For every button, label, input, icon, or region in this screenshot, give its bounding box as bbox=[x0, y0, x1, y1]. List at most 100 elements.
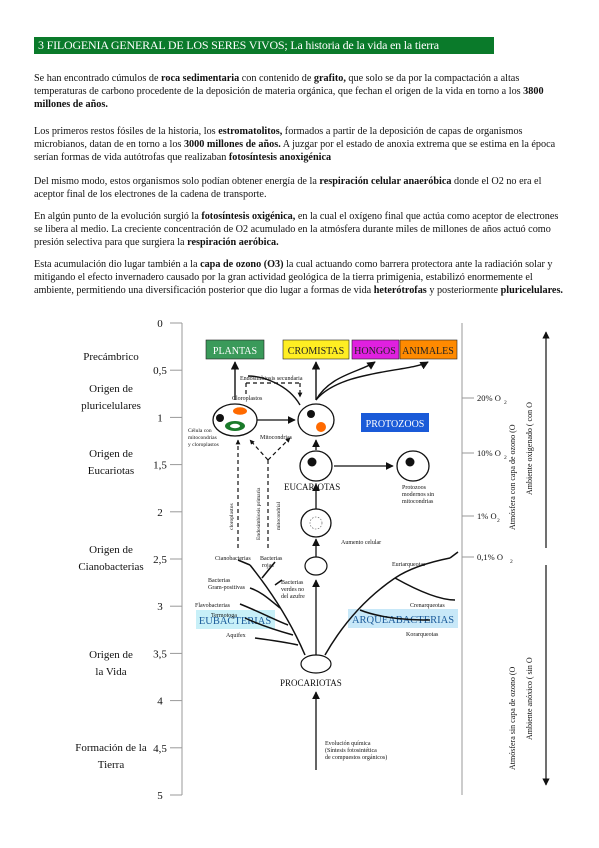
era-label-pluricelulares-2: pluricelulares bbox=[81, 400, 141, 412]
right-axis-lower-1: Atmósfera sin capa de ozono (O bbox=[508, 666, 517, 770]
bold-run: fotosíntesis oxigénica, bbox=[201, 211, 296, 222]
era-label-eucariotas-1: Origen de bbox=[89, 448, 133, 460]
group-label-animales: ANIMALES bbox=[402, 346, 454, 357]
text-run: En algún punto de la evolución surgió la bbox=[34, 211, 202, 222]
label-celula-1: Célula con bbox=[188, 428, 212, 434]
scale-tick-label: 1,5 bbox=[153, 460, 167, 472]
era-label-eucariotas-2: Eucariotas bbox=[88, 465, 134, 477]
group-box-hongos bbox=[351, 339, 400, 360]
text-run: la cual actuando como barrera protectora… bbox=[34, 259, 553, 296]
label-evolucion-2: (Síntesis fotosintética bbox=[325, 747, 377, 754]
o2-level-1: 1% O bbox=[477, 511, 497, 521]
bold-run: fotosíntesis anoxigénica bbox=[228, 152, 332, 163]
group-box-cromistas bbox=[282, 339, 350, 360]
label-cloroplastos: Cloroplastos bbox=[232, 396, 263, 402]
cell-procariota bbox=[300, 654, 332, 674]
label-euriarqueotas: Euriarqueotas bbox=[392, 562, 426, 568]
label-protozoos-2: modernos sin bbox=[402, 492, 434, 498]
label-endosimbiosis-primaria: Endosimbiosis primaria bbox=[256, 487, 262, 540]
group-label-hongos: HONGOS bbox=[354, 346, 396, 357]
bold-run: capa de ozono (O3) bbox=[200, 259, 284, 270]
label-mitocondrias: Mitocondrias bbox=[260, 435, 293, 441]
scale-tick-label: 1 bbox=[157, 412, 163, 424]
group-box-protozoos bbox=[361, 413, 429, 432]
paragraph-3: Del mismo modo, estos organismos solo po… bbox=[34, 175, 566, 201]
mitochondria-orange bbox=[233, 407, 247, 415]
scale-tick-label: 2,5 bbox=[153, 554, 167, 566]
paragraph-1: Se han encontrado cúmulos de roca sedime… bbox=[34, 72, 566, 111]
era-label-vida-2: la Vida bbox=[95, 666, 126, 678]
label-evolucion-1: Evolución química bbox=[325, 741, 371, 747]
text-run: Se han encontrado cúmulos de bbox=[34, 73, 162, 84]
text-run: que solo se da por la compactación a alt… bbox=[34, 73, 524, 97]
scale-tick-label: 0,5 bbox=[153, 365, 167, 377]
label-protozoos-3: mitocondrias bbox=[402, 499, 434, 505]
label-verdes-2: verdes no bbox=[281, 587, 304, 593]
label-mitocondrial: mitocondrial bbox=[276, 501, 282, 530]
text-run: en la cual el oxígeno final que actúa co… bbox=[34, 211, 559, 248]
text-run: con contenido de bbox=[239, 73, 314, 84]
cell-aumento bbox=[300, 508, 332, 538]
scale-tick-label: 0 bbox=[157, 318, 163, 330]
scale-tick-label: 5 bbox=[157, 790, 163, 802]
svg-text:2: 2 bbox=[497, 518, 500, 524]
label-gram-1: Bacterias bbox=[208, 578, 231, 584]
archaea-tree bbox=[324, 551, 459, 656]
era-label-vida-1: Origen de bbox=[89, 649, 133, 661]
text-run: donde el O2 no era el aceptor final de l… bbox=[34, 176, 542, 200]
text-run: formados a partir de la deposición de ca… bbox=[34, 126, 523, 150]
era-label-tierra-2: Tierra bbox=[98, 759, 125, 771]
scale-tick-label: 3,5 bbox=[153, 648, 167, 660]
bold-run: respiración aeróbica. bbox=[187, 237, 279, 248]
text-run: Esta acumulación dio lugar también a la bbox=[34, 259, 201, 270]
era-label-pluricelulares-1: Origen de bbox=[89, 383, 133, 395]
bold-run: pluricelulares. bbox=[500, 285, 563, 296]
label-aumento-celular: Aumento celular bbox=[341, 540, 381, 546]
group-label-plantas: PLANTAS bbox=[213, 346, 257, 357]
label-endosimbiosis-secundaria: Endosimbiosis secundaria bbox=[240, 376, 303, 382]
label-flavobacterias: Flavobacterias bbox=[195, 603, 231, 609]
cell-small bbox=[304, 556, 328, 576]
bold-run: heterótrofas bbox=[373, 285, 427, 296]
group-box-animales bbox=[399, 339, 458, 360]
era-label-cianobacterias-2: Cianobacterias bbox=[78, 561, 143, 573]
group-box-eubacterias bbox=[196, 610, 275, 629]
section-title-bar: 3 FILOGENIA GENERAL DE LOS SERES VIVOS; … bbox=[34, 37, 494, 54]
o2-level-10: 10% O bbox=[477, 448, 501, 458]
label-celula-2: mitocondrias bbox=[188, 435, 217, 441]
cell-eucariota bbox=[299, 450, 333, 482]
svg-text:2: 2 bbox=[504, 455, 507, 461]
cell-protozoo bbox=[396, 450, 430, 482]
label-procariotas: PROCARIOTAS bbox=[280, 678, 342, 688]
group-label-cromistas: CROMISTAS bbox=[288, 346, 344, 357]
right-axis-upper-2: Ambiente oxigenado ( con O bbox=[525, 402, 534, 495]
label-cianobacterias: Cianobacterias bbox=[215, 556, 251, 562]
text-run: A juzgar por el estado de anoxia extrema… bbox=[34, 139, 556, 163]
era-label-cianobacterias-1: Origen de bbox=[89, 544, 133, 556]
label-protozoos-1: Protozoos bbox=[402, 485, 427, 491]
group-box-plantas bbox=[205, 339, 265, 360]
bold-run: respiración celular anaeróbica bbox=[319, 176, 452, 187]
time-scale-ticks: 00,511,522,533,544,55 bbox=[153, 318, 182, 802]
group-label-protozoos: PROTOZOOS bbox=[366, 419, 425, 430]
label-celula-3: y cloroplastos bbox=[188, 442, 219, 448]
section-title: 3 FILOGENIA GENERAL DE LOS SERES VIVOS; … bbox=[38, 38, 439, 52]
label-bacterias-rojas-1: Bacterias bbox=[260, 556, 283, 562]
right-axis-upper-1: Atmósfera con capa de ozono (O bbox=[508, 424, 517, 530]
eubacteria-tree bbox=[237, 559, 306, 656]
bold-run: 3000 millones de años. bbox=[183, 139, 281, 150]
bold-run: estromatolitos, bbox=[218, 126, 283, 137]
bold-run: grafito, bbox=[313, 73, 346, 84]
text-run: y posteriormente bbox=[426, 285, 501, 296]
scale-tick-label: 4 bbox=[157, 696, 163, 708]
svg-text:2: 2 bbox=[504, 400, 507, 406]
paragraph-2: Los primeros restos fósiles de la histor… bbox=[34, 125, 566, 164]
bold-run: roca sedimentaria bbox=[161, 73, 240, 84]
o2-level-20: 20% O bbox=[477, 393, 501, 403]
label-aquifex: Aquifex bbox=[226, 632, 246, 639]
label-bacterias-rojas-2: rojas bbox=[262, 563, 274, 569]
label-gram-2: Gram-positivas bbox=[208, 585, 246, 591]
era-label-tierra-1: Formación de la bbox=[75, 742, 147, 754]
era-label-precambrico: Precámbrico bbox=[83, 351, 139, 363]
